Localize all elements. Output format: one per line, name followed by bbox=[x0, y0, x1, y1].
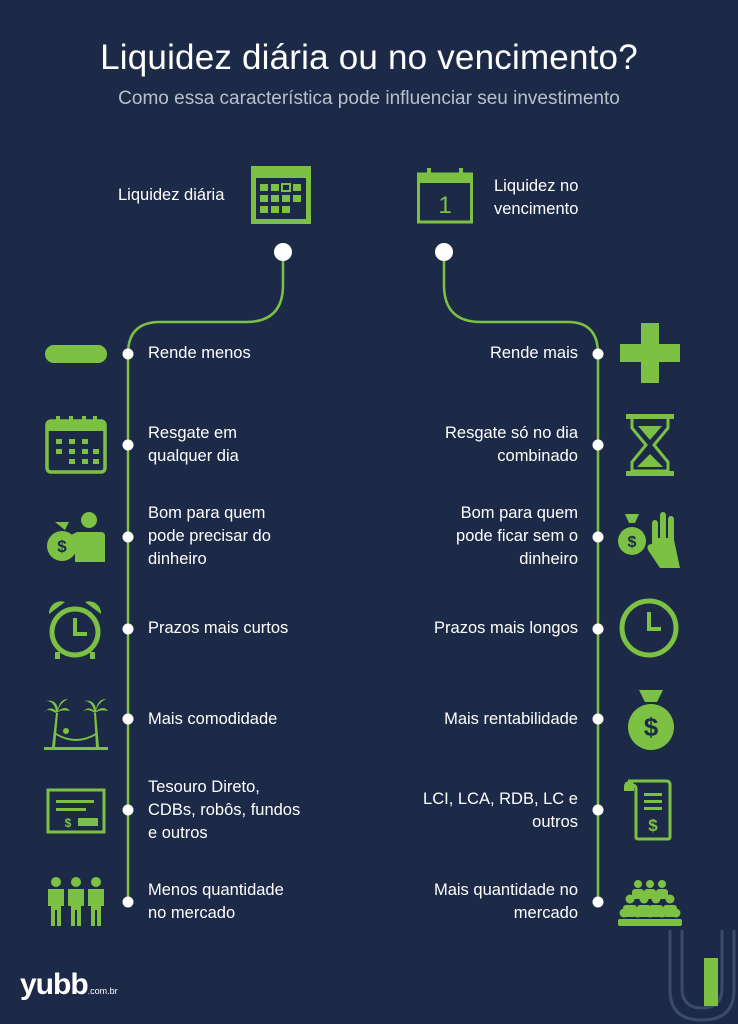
left-dot-2 bbox=[122, 439, 134, 451]
left-dot-3 bbox=[122, 531, 134, 543]
right-item-5: Mais rentabilidade bbox=[444, 710, 578, 728]
left-item-4: Prazos mais curtos bbox=[148, 619, 289, 637]
left-dot-5 bbox=[122, 713, 134, 725]
alarm-clock-icon bbox=[48, 601, 102, 659]
u-mark-icon bbox=[668, 930, 736, 1022]
left-dot-6 bbox=[122, 804, 134, 816]
svg-text:1: 1 bbox=[438, 192, 451, 219]
left-item-2: Resgate em qualquer dia bbox=[148, 424, 239, 465]
calendar-grid-icon bbox=[251, 166, 311, 224]
page-subtitle: Como essa característica pode influencia… bbox=[118, 88, 620, 109]
left-item-7: Menos quantidade no mercado bbox=[148, 881, 284, 922]
right-item-7: Mais quantidade no mercado bbox=[433, 881, 578, 922]
money-bag-icon: $ bbox=[628, 690, 674, 750]
left-dot-1 bbox=[122, 348, 134, 360]
clock-icon bbox=[619, 598, 679, 658]
right-dot-6 bbox=[592, 804, 604, 816]
document-scroll-icon: $ bbox=[624, 779, 672, 841]
right-item-1: Rende mais bbox=[489, 344, 578, 362]
right-dot-3 bbox=[592, 531, 604, 543]
right-item-4: Prazos mais longos bbox=[434, 619, 578, 637]
left-item-3: Bom para quem pode precisar do dinheiro bbox=[148, 504, 271, 568]
right-dot-4 bbox=[592, 623, 604, 635]
minus-icon bbox=[45, 345, 107, 363]
left-item-1: Rende menos bbox=[148, 344, 251, 362]
svg-text:$: $ bbox=[648, 816, 658, 835]
svg-text:$: $ bbox=[628, 534, 637, 551]
hourglass-icon bbox=[626, 414, 674, 476]
page-title: Liquidez diária ou no vencimento? bbox=[100, 38, 638, 77]
left-dot-7 bbox=[122, 896, 134, 908]
svg-text:$: $ bbox=[644, 712, 659, 742]
right-item-3: Bom para quem pode ficar sem o dinheiro bbox=[456, 504, 578, 568]
check-icon: $ bbox=[46, 788, 106, 834]
crowd-icon bbox=[618, 880, 682, 926]
left-dot-4 bbox=[122, 623, 134, 635]
left-heading: Liquidez diária bbox=[118, 186, 225, 204]
left-top-dot bbox=[274, 243, 292, 261]
right-heading: Liquidez no vencimento bbox=[494, 177, 579, 218]
left-item-6: Tesouro Direto, CDBs, robôs, fundos e ou… bbox=[148, 778, 301, 842]
logo-suffix: .com.br bbox=[87, 986, 118, 996]
svg-text:$: $ bbox=[57, 537, 67, 556]
right-top-dot bbox=[435, 243, 453, 261]
logo-text: yubb bbox=[20, 968, 89, 1001]
right-item-2: Resgate só no dia combinado bbox=[444, 424, 578, 465]
calendar-one-icon: 1 bbox=[417, 168, 473, 224]
money-bag-hand-icon: $ bbox=[618, 512, 680, 568]
svg-text:$: $ bbox=[65, 816, 72, 830]
person-money-bag-icon: $ bbox=[47, 512, 105, 562]
calendar-icon bbox=[45, 416, 107, 474]
right-item-6: LCI, LCA, RDB, LC e outros bbox=[423, 790, 578, 831]
three-people-icon bbox=[48, 877, 104, 926]
right-dot-2 bbox=[592, 439, 604, 451]
plus-icon bbox=[620, 323, 680, 383]
yubb-logo: yubb.com.br bbox=[20, 968, 118, 1002]
left-item-5: Mais comodidade bbox=[148, 710, 278, 728]
right-dot-7 bbox=[592, 896, 604, 908]
right-dot-5 bbox=[592, 713, 604, 725]
palm-hammock-icon bbox=[44, 699, 108, 750]
right-dot-1 bbox=[592, 348, 604, 360]
